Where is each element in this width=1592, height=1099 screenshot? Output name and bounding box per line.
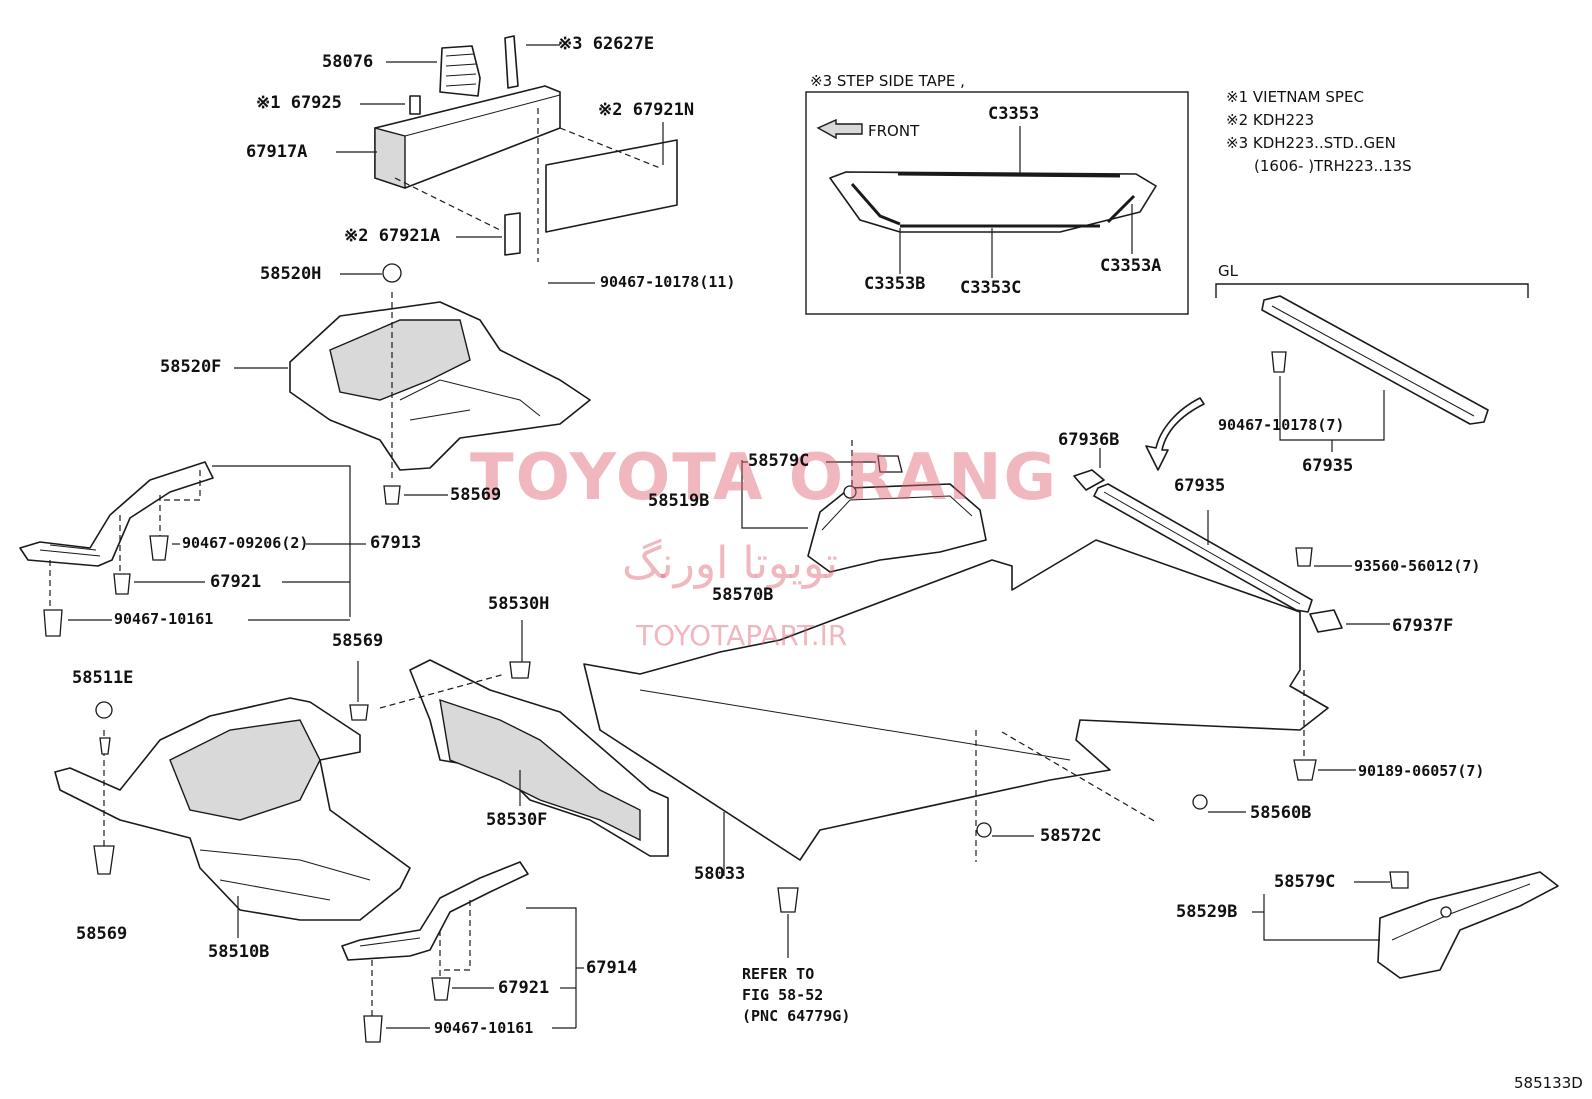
callout-90467-10178-11[interactable]: 90467-10178(11) (600, 273, 736, 291)
callout-58579c-a[interactable]: 58579C (748, 451, 810, 471)
watermark-brand: TOYOTA ORANG (470, 441, 1059, 515)
callout-58579c-b[interactable]: 58579C (1274, 872, 1336, 892)
callout-93560-56012[interactable]: 93560-56012(7) (1354, 557, 1481, 575)
callout-90467-10161-b[interactable]: 90467-10161 (434, 1019, 534, 1037)
refer-line-2: FIG 58-52 (742, 986, 824, 1004)
callout-67921n[interactable]: ※2 67921N (598, 100, 695, 120)
part-58510b-shape (54, 697, 411, 938)
part-58033-shape (583, 539, 1329, 876)
part-67914-shape (341, 861, 584, 1043)
callout-67935-b[interactable]: 67935 (1302, 456, 1354, 476)
callout-58560b[interactable]: 58560B (1250, 803, 1312, 823)
callout-58530h[interactable]: 58530H (488, 594, 550, 614)
part-58529b-shape (1252, 871, 1559, 979)
callout-90189-06057[interactable]: 90189-06057(7) (1358, 762, 1485, 780)
callout-58569-c[interactable]: 58569 (76, 924, 128, 944)
part-gl-scuff-shape (1215, 283, 1529, 452)
part-58520f-shape (234, 263, 591, 505)
callout-58510b[interactable]: 58510B (208, 942, 270, 962)
inset-title: ※3 STEP SIDE TAPE , (810, 72, 965, 90)
inset-step-tape (805, 91, 1189, 315)
callout-58076[interactable]: 58076 (322, 52, 374, 72)
part-67935-shape (777, 448, 1390, 958)
group-label-gl: GL (1218, 262, 1238, 280)
callout-58520f[interactable]: 58520F (160, 357, 222, 377)
watermark-url: TOYOTAPART.IR (636, 619, 848, 652)
callout-67921a[interactable]: ※2 67921A (344, 226, 441, 246)
direction-arrow (1145, 397, 1205, 471)
callout-58033[interactable]: 58033 (694, 864, 746, 884)
callout-58569-a[interactable]: 58569 (450, 485, 502, 505)
watermark-persian: تویوتا اورنگ (622, 538, 838, 589)
callout-67925[interactable]: ※1 67925 (256, 93, 342, 113)
callout-67917a[interactable]: 67917A (246, 142, 308, 162)
part-58530f-shape (349, 620, 669, 857)
callout-67913[interactable]: 67913 (370, 533, 422, 553)
callout-58511e[interactable]: 58511E (72, 668, 134, 688)
part-58519b-shape (741, 440, 987, 573)
part-67917a-shape (336, 35, 678, 284)
legend-note-1: ※1 VIETNAM SPEC (1226, 88, 1364, 106)
callout-58569-b[interactable]: 58569 (332, 631, 384, 651)
legend-note-3b: (1606- )TRH223..13S (1254, 157, 1412, 175)
callout-90467-09206[interactable]: 90467-09206(2) (182, 534, 309, 552)
label-c3353a: C3353A (1100, 256, 1162, 276)
refer-line-3: (PNC 64779G) (742, 1007, 851, 1025)
callout-67937f[interactable]: 67937F (1392, 616, 1454, 636)
callout-67921-b[interactable]: 67921 (498, 978, 550, 998)
callout-58519b[interactable]: 58519B (648, 491, 710, 511)
callout-67935-a[interactable]: 67935 (1174, 476, 1226, 496)
legend-note-2: ※2 KDH223 (1226, 111, 1315, 129)
label-c3353c: C3353C (960, 278, 1022, 298)
refer-note: REFER TO FIG 58-52 (PNC 64779G) (742, 964, 850, 1027)
legend-note-3: ※3 KDH223..STD..GEN (1226, 134, 1396, 152)
diagram-id: 585133D (1514, 1074, 1583, 1092)
callout-90467-10178-7[interactable]: 90467-10178(7) (1218, 416, 1345, 434)
callout-67936b[interactable]: 67936B (1058, 430, 1120, 450)
callout-58529b[interactable]: 58529B (1176, 902, 1238, 922)
callout-62627e[interactable]: ※3 62627E (558, 34, 655, 54)
callout-58520h[interactable]: 58520H (260, 264, 322, 284)
label-c3353: C3353 (988, 104, 1040, 124)
callout-67914[interactable]: 67914 (586, 958, 638, 978)
callout-90467-10161-a[interactable]: 90467-10161 (114, 610, 214, 628)
inset-front-label: FRONT (868, 122, 920, 140)
refer-line-1: REFER TO (742, 965, 815, 983)
part-67913-shape (19, 461, 366, 637)
callout-58572c[interactable]: 58572C (1040, 826, 1102, 846)
callout-58530f[interactable]: 58530F (486, 810, 548, 830)
label-c3353b: C3353B (864, 274, 926, 294)
callout-58570b[interactable]: 58570B (712, 585, 774, 605)
callout-67921-a[interactable]: 67921 (210, 572, 262, 592)
